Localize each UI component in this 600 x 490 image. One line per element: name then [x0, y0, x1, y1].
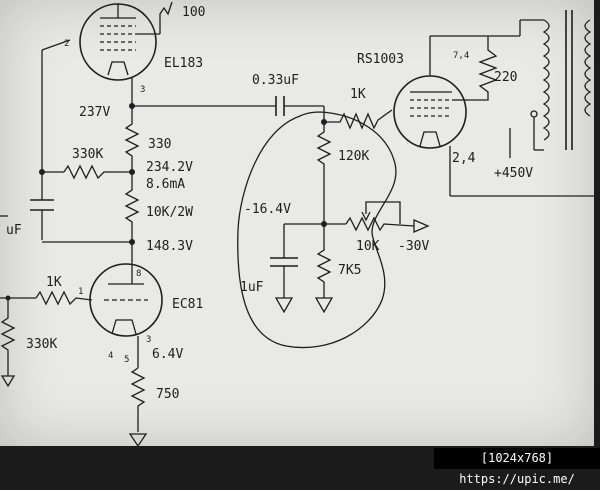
label-tube-el183: EL183: [164, 56, 203, 71]
label-pin-24: 2,4: [452, 151, 476, 166]
resistor-7k5: [316, 224, 332, 298]
resistor-1k-ec81: [35, 290, 93, 306]
left-capacitor: [30, 199, 54, 211]
label-r-330k-top: 330K: [72, 147, 103, 162]
resistor-330: [124, 106, 140, 170]
label-r-120k: 120K: [338, 149, 369, 164]
hand-drawn-outline: [237, 111, 397, 349]
ec81-tube: [89, 263, 163, 337]
watermark-badge: [1024x768] https://upic.me/: [434, 448, 600, 486]
label-voltage-164: -16.4V: [244, 202, 291, 217]
el183-tube: [79, 3, 160, 81]
label-r-100: 100: [182, 5, 205, 20]
label-voltage-2342: 234.2V: [146, 160, 193, 175]
resistor-330k-grid: [0, 298, 16, 376]
resistor-100: [159, 1, 173, 34]
label-current-86ma: 8.6mA: [146, 177, 185, 192]
capacitor-1uf: [270, 257, 298, 267]
label-r-7k5: 7K5: [338, 263, 361, 278]
label-pin-5: 5: [124, 355, 129, 365]
label-voltage-64: 6.4V: [152, 347, 183, 362]
resistor-1k-grid: [324, 109, 393, 130]
label-pin-3a: 3: [140, 85, 145, 95]
label-voltage-m30: -30V: [398, 239, 429, 254]
label-r-220: 220: [494, 70, 517, 85]
label-pin-1: 1: [78, 287, 83, 297]
label-pin-74: 7,4: [453, 51, 469, 61]
schematic-drawing: 100 EL183 2 3 237V 0.33uF 1K RS1003 7,4 …: [0, 1, 594, 432]
label-tube-rs1003: RS1003: [357, 52, 404, 67]
label-cap-uf: uF: [6, 223, 22, 238]
label-pin-2: 2: [64, 39, 69, 49]
label-r-1k-ec81: 1K: [46, 275, 62, 290]
label-voltage-1483: 148.3V: [146, 239, 193, 254]
label-r-10k-2w: 10K/2W: [146, 205, 193, 220]
label-pin-8: 8: [136, 269, 141, 279]
label-r-330: 330: [148, 137, 171, 152]
label-cap-1uf: 1uF: [240, 280, 264, 295]
potentiometer-10k: [345, 216, 415, 232]
label-r-1k-top: 1K: [350, 87, 366, 102]
label-r-750: 750: [156, 387, 179, 402]
resistor-10k-2w: [124, 172, 140, 240]
label-voltage-450: +450V: [494, 166, 533, 181]
label-r-330k-low: 330K: [26, 337, 57, 352]
resistor-750: [130, 367, 146, 432]
coupling-capacitor: [275, 96, 285, 116]
label-pin-4: 4: [108, 351, 113, 361]
label-tube-ec81: EC81: [172, 297, 203, 312]
label-voltage-237: 237V: [79, 105, 110, 120]
resistor-220: [468, 36, 498, 101]
label-pot-10k: 10K: [356, 239, 380, 254]
label-pin-3b: 3: [146, 335, 151, 345]
rs1003-tube: [393, 35, 594, 197]
resistor-120k: [316, 122, 332, 224]
output-transformer: [519, 10, 592, 151]
resistor-330k-feedback: [63, 164, 132, 180]
label-cap-033uf: 0.33uF: [252, 73, 299, 88]
